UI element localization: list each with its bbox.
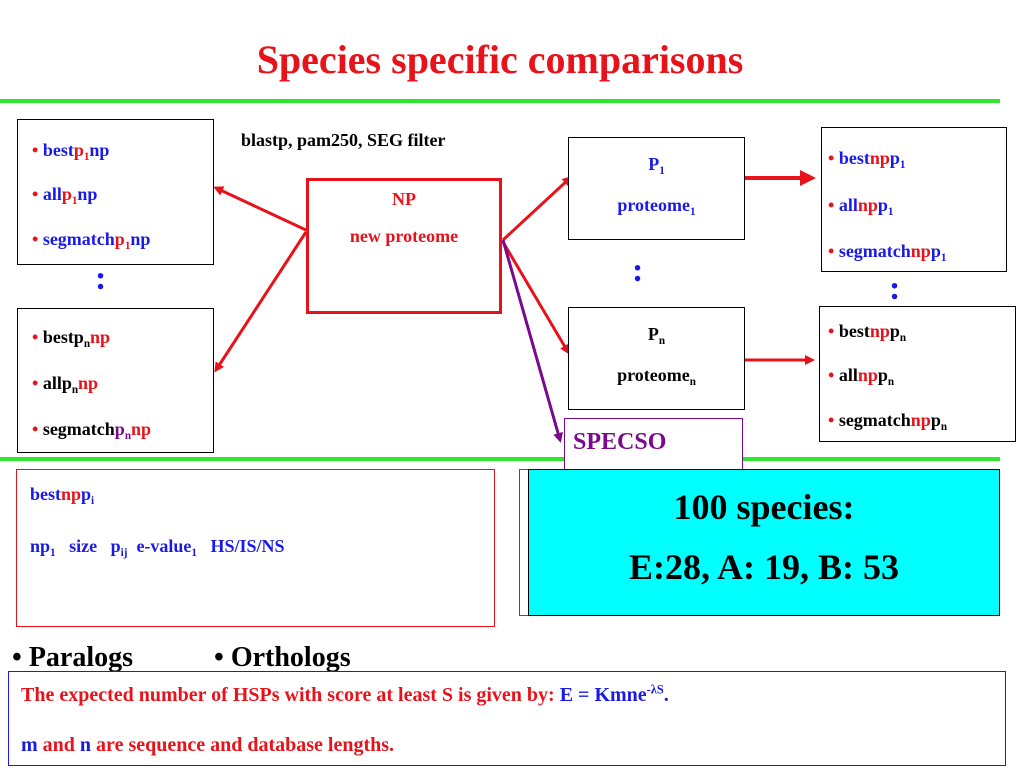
arrow-np-to-pn <box>501 241 570 355</box>
arrow-np-to-p1 <box>501 175 573 242</box>
mid-rule <box>0 457 1000 461</box>
list-item: • bestp1np <box>32 140 110 163</box>
result-box: bestnppi np1 size pij e-value1 HS/IS/NS <box>16 469 495 627</box>
list-item: • allnpp1 <box>828 195 894 218</box>
pn-box: Pn proteomen <box>568 307 745 410</box>
left-bottom-box: • bestpnnp • allpnnp • segmatchpnnp <box>17 308 214 453</box>
p1-label: proteome1 <box>617 195 696 218</box>
np-subtitle: new proteome <box>349 226 459 246</box>
ellipsis-left: : <box>95 260 107 297</box>
specso-label: SPECSO <box>573 429 667 455</box>
top-rule <box>0 99 1000 103</box>
list-item: • segmatchnppn <box>828 410 948 433</box>
result-fields: np1 size pij e-value1 HS/IS/NS <box>30 536 285 559</box>
specso-box: SPECSO <box>564 418 743 470</box>
p1-name: P1 <box>648 154 665 177</box>
p1-box: P1 proteome1 <box>568 137 745 240</box>
species-box: 100 species: E:28, A: 19, B: 53 <box>528 469 1000 616</box>
formula-box: The expected number of HSPs with score a… <box>8 671 1006 766</box>
np-title: NP <box>392 189 416 209</box>
list-item: • allpnnp <box>32 373 99 396</box>
pn-name: Pn <box>647 324 666 347</box>
np-box: NP new proteome <box>306 178 502 314</box>
list-item: • bestnpp1 <box>828 148 906 171</box>
list-item: • bestnppn <box>828 321 907 344</box>
list-item: • segmatchp1np <box>32 229 151 252</box>
arrow-np-to-bottom-left <box>214 231 308 373</box>
list-item: • segmatchpnnp <box>32 419 152 442</box>
right-bottom-box: • bestnppn • allnppn • segmatchnppn <box>819 306 1016 442</box>
list-item: • bestpnnp <box>32 327 111 350</box>
species-breakdown: E:28, A: 19, B: 53 <box>629 547 899 587</box>
ellipsis-right: : <box>889 270 901 307</box>
list-item: • allp1np <box>32 184 98 207</box>
page-title: Species specific comparisons <box>256 37 744 82</box>
right-top-box: • bestnpp1 • allnpp1 • segmatchnpp1 <box>821 127 1007 272</box>
formula-note: m and n are sequence and database length… <box>21 734 395 756</box>
pn-label: proteomen <box>617 365 696 388</box>
species-count: 100 species: <box>673 487 855 527</box>
formula-line: The expected number of HSPs with score a… <box>21 682 669 706</box>
paralogs-item: • Paralogs <box>12 642 134 673</box>
left-top-box: • bestp1np • allp1np • segmatchp1np <box>17 119 214 265</box>
list-item: • allnppn <box>828 365 895 388</box>
arrow-np-to-top-left <box>213 186 307 232</box>
orthologs-item: • Orthologs <box>214 642 351 673</box>
result-header: bestnppi <box>30 484 95 507</box>
ellipsis-middle: : <box>632 252 644 289</box>
list-item: • segmatchnpp1 <box>828 241 947 264</box>
arrow-np-to-specso <box>501 239 563 443</box>
params-label: blastp, pam250, SEG filter <box>241 130 446 150</box>
